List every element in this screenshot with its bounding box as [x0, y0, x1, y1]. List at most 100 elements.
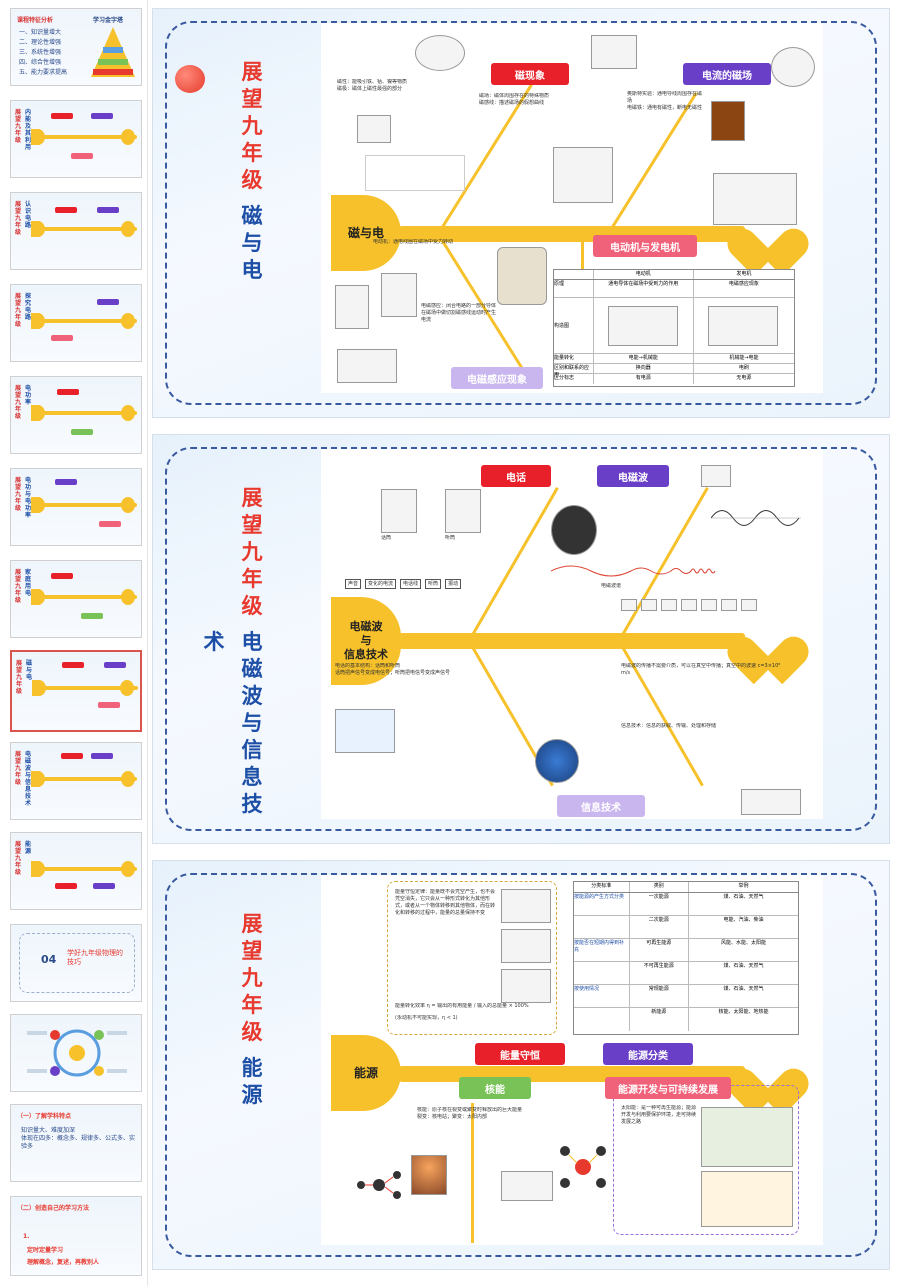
mind-map: 电磁波与信息技术 电话 电磁波 信息技术 话筒 听筒 声音 变化的电流 电话线 …: [321, 449, 823, 819]
sine-wave-icon: [711, 510, 801, 526]
coil-image: [711, 101, 745, 141]
fish-spine: [399, 633, 745, 649]
note-wave: 电磁波的传播不需要介质，可以在真空中传播；真空中的波速 c=3×10⁸ m/s: [621, 663, 781, 676]
note-magnetic-field: 磁场：磁体周围存在的特殊物质 磁感线：描述磁场的假想曲线: [479, 93, 550, 106]
thumb-node: [55, 207, 77, 213]
fish-tail-icon: [121, 405, 135, 421]
note-induction: 电磁感应：闭合电路的一部分导体在磁场中做切割磁感线运动时产生电流: [421, 303, 497, 323]
subject-char: 与: [241, 231, 263, 255]
note-nuclear: 核能：原子核在裂变或聚变时释放出的巨大能量 裂变：核电站；聚变：太阳内部: [417, 1107, 523, 1120]
slide-thumbnail-12[interactable]: [10, 1014, 142, 1092]
fish-spine: [34, 686, 138, 690]
title-char: 九: [241, 114, 263, 138]
slide-subject: 电 磁 波 与 信 息 技: [237, 629, 267, 818]
tag-current-magnetic-field[interactable]: 电流的磁场: [683, 63, 771, 85]
slide-thumbnail-6[interactable]: 展望九年级 电功与电功率: [10, 468, 142, 546]
title-char: 展: [241, 60, 263, 84]
slide-thumbnail-4[interactable]: 展望九年级 探究电路: [10, 284, 142, 362]
motor-generator-table: 电动机 发电机 原理 通电导体在磁场中受到力的作用 电磁感应现象 构造图 能量转…: [553, 269, 795, 387]
nuclear-plant-image: [501, 1171, 553, 1201]
thumb-text: 四、综合性增强: [19, 59, 62, 66]
fish-tail: [745, 611, 791, 671]
fission-diagram-icon: [357, 1171, 401, 1199]
thumb-subtitle: 电磁波与信息技术: [25, 751, 32, 807]
slide-thumbnail-14[interactable]: （二）创造自己的学习方法 1. 定时定量学习 理解概念，复述，再教别人: [10, 1196, 142, 1276]
engine-image: [501, 929, 551, 963]
thumb-subtitle: 认识电路: [25, 201, 32, 229]
fusion-diagram-icon: [560, 1146, 606, 1188]
thumb-node: [51, 113, 73, 119]
fish-spine: [33, 595, 137, 599]
thumb-subtitle: 家庭用电: [25, 569, 32, 597]
scientist-portrait-image: [497, 247, 547, 305]
thumb-node: [61, 753, 83, 759]
subject-char: 磁: [241, 657, 263, 681]
thumb-node: [97, 299, 119, 305]
microphone-image: [381, 489, 417, 533]
mind-map: 能源 能量守恒 能源分类 核能 能源开发与可持续发展 能量守恒定律：能量既不会凭…: [321, 875, 823, 1245]
thumb-text: （一）了解学科特点: [17, 1113, 72, 1120]
coil-apparatus-image: [335, 285, 369, 329]
slide-thumbnail-11[interactable]: 04 学好九年级物理的技巧: [10, 924, 142, 1002]
fish-head: 能源: [331, 1035, 401, 1111]
slide-thumbnail-panel[interactable]: 课程特征分析 一、知识量增大 二、理论性增强 三、系统性增强 四、综合性增强 五…: [0, 0, 148, 1286]
slide-thumbnail-8-selected[interactable]: 展望九年级 磁与电: [10, 650, 142, 732]
slide-thumbnail-3[interactable]: 展望九年级 认识电路: [10, 192, 142, 270]
subject-char: 磁: [241, 204, 263, 228]
tag-electromagnetic-induction[interactable]: 电磁感应现象: [451, 367, 543, 389]
thumb-node: [99, 521, 121, 527]
slide-thumbnail-13[interactable]: （一）了解学科特点 知识量大、难度加深 体现在四多：概念多、规律多、公式多、实验…: [10, 1104, 142, 1182]
slide-thumbnail-5[interactable]: 展望九年级 电功率: [10, 376, 142, 454]
thumb-title: 展望九年级: [15, 385, 22, 420]
fish-head: 电磁波与信息技术: [331, 597, 401, 685]
table-row: 按能源的产生方式分类 一次能源 煤、石油、天然气: [574, 893, 798, 916]
magnet-diagrams-image: [365, 155, 465, 191]
efficiency-note: (永动机不可能实现，η < 1): [395, 1015, 458, 1021]
slide-thumbnail-1[interactable]: 课程特征分析 一、知识量增大 二、理论性增强 三、系统性增强 四、综合性增强 五…: [10, 8, 142, 86]
title-char: 展: [241, 912, 263, 936]
device-icon: [701, 599, 717, 611]
table-header: 电动机 发电机: [554, 270, 794, 280]
tag-energy-development[interactable]: 能源开发与可持续发展: [605, 1077, 731, 1099]
device-row: [621, 599, 757, 611]
tag-energy-conservation[interactable]: 能量守恒: [475, 1043, 565, 1065]
thumb-subtitle: 磁与电: [26, 660, 33, 681]
slide-electromagnetic-waves[interactable]: 展 望 九 年 级 电 磁 波 与 信 息 技 术 电磁波与信息技术 电话: [152, 434, 890, 844]
slide-thumbnail-10[interactable]: 展望九年级 能源: [10, 832, 142, 910]
energy-infographic-image: [701, 1107, 793, 1167]
fish-head: 磁与电: [331, 195, 401, 271]
fish-tail-icon: [121, 589, 135, 605]
thumb-title: 展望九年级: [15, 201, 22, 236]
tag-telephone[interactable]: 电话: [481, 465, 551, 487]
thumb-text: 课程特征分析: [17, 17, 54, 24]
fiber-optic-image: [741, 789, 801, 815]
label-microphone: 话筒: [381, 535, 392, 541]
dashed-frame: [165, 21, 877, 405]
slide-thumbnail-2[interactable]: 展望九年级 内能及其利用: [10, 100, 142, 178]
tag-motor-generator[interactable]: 电动机与发电机: [593, 235, 697, 257]
tag-information-technology[interactable]: 信息技术: [557, 795, 645, 817]
fish-bone: [581, 241, 584, 271]
slide-title: 展 望 九 年 级: [237, 911, 267, 1046]
slide-thumbnail-9[interactable]: 展望九年级 电磁波与信息技术: [10, 742, 142, 820]
title-char: 望: [241, 939, 263, 963]
table-row: 按使用情况 常规能源 煤、石油、天然气: [574, 985, 798, 1008]
note-motor: 电动机：通电线圈在磁场中受力转动: [373, 239, 454, 245]
thumb-subtitle: 电功与电功率: [25, 477, 32, 519]
slide-magnetism-electricity[interactable]: 展 望 九 年 级 磁 与 电 磁与电 磁现象 电流的磁场 电动机与发电机 电磁…: [152, 8, 890, 418]
thumb-subtitle: 电功率: [25, 385, 32, 406]
tag-magnetic-phenomena[interactable]: 磁现象: [491, 63, 569, 85]
title-char: 九: [241, 540, 263, 564]
beaker-experiment-image: [713, 173, 797, 225]
tag-electromagnetic-wave[interactable]: 电磁波: [597, 465, 669, 487]
flow-box: 电话线: [400, 579, 422, 589]
efficiency-formula: 能量转化效率 η = 输出的有用能量 / 输入的总能量 × 100%: [395, 1003, 529, 1009]
thumb-text: 定时定量学习: [27, 1247, 64, 1254]
note-phone: 电话的基本结构：话筒和听筒 话筒把声信号变成电信号；听筒把电信号变成声信号: [335, 663, 451, 676]
galvanometer-image: [381, 273, 417, 317]
tag-energy-classification[interactable]: 能源分类: [603, 1043, 693, 1065]
table-row: 原理 通电导体在磁场中受到力的作用 电磁感应现象: [554, 280, 794, 298]
slide-energy[interactable]: 展 望 九 年 级 能 源 能源 能量守恒 能源分类 核能 能源开发与可持续发展…: [152, 860, 890, 1270]
tag-nuclear-energy[interactable]: 核能: [459, 1077, 531, 1099]
slide-thumbnail-7[interactable]: 展望九年级 家庭用电: [10, 560, 142, 638]
